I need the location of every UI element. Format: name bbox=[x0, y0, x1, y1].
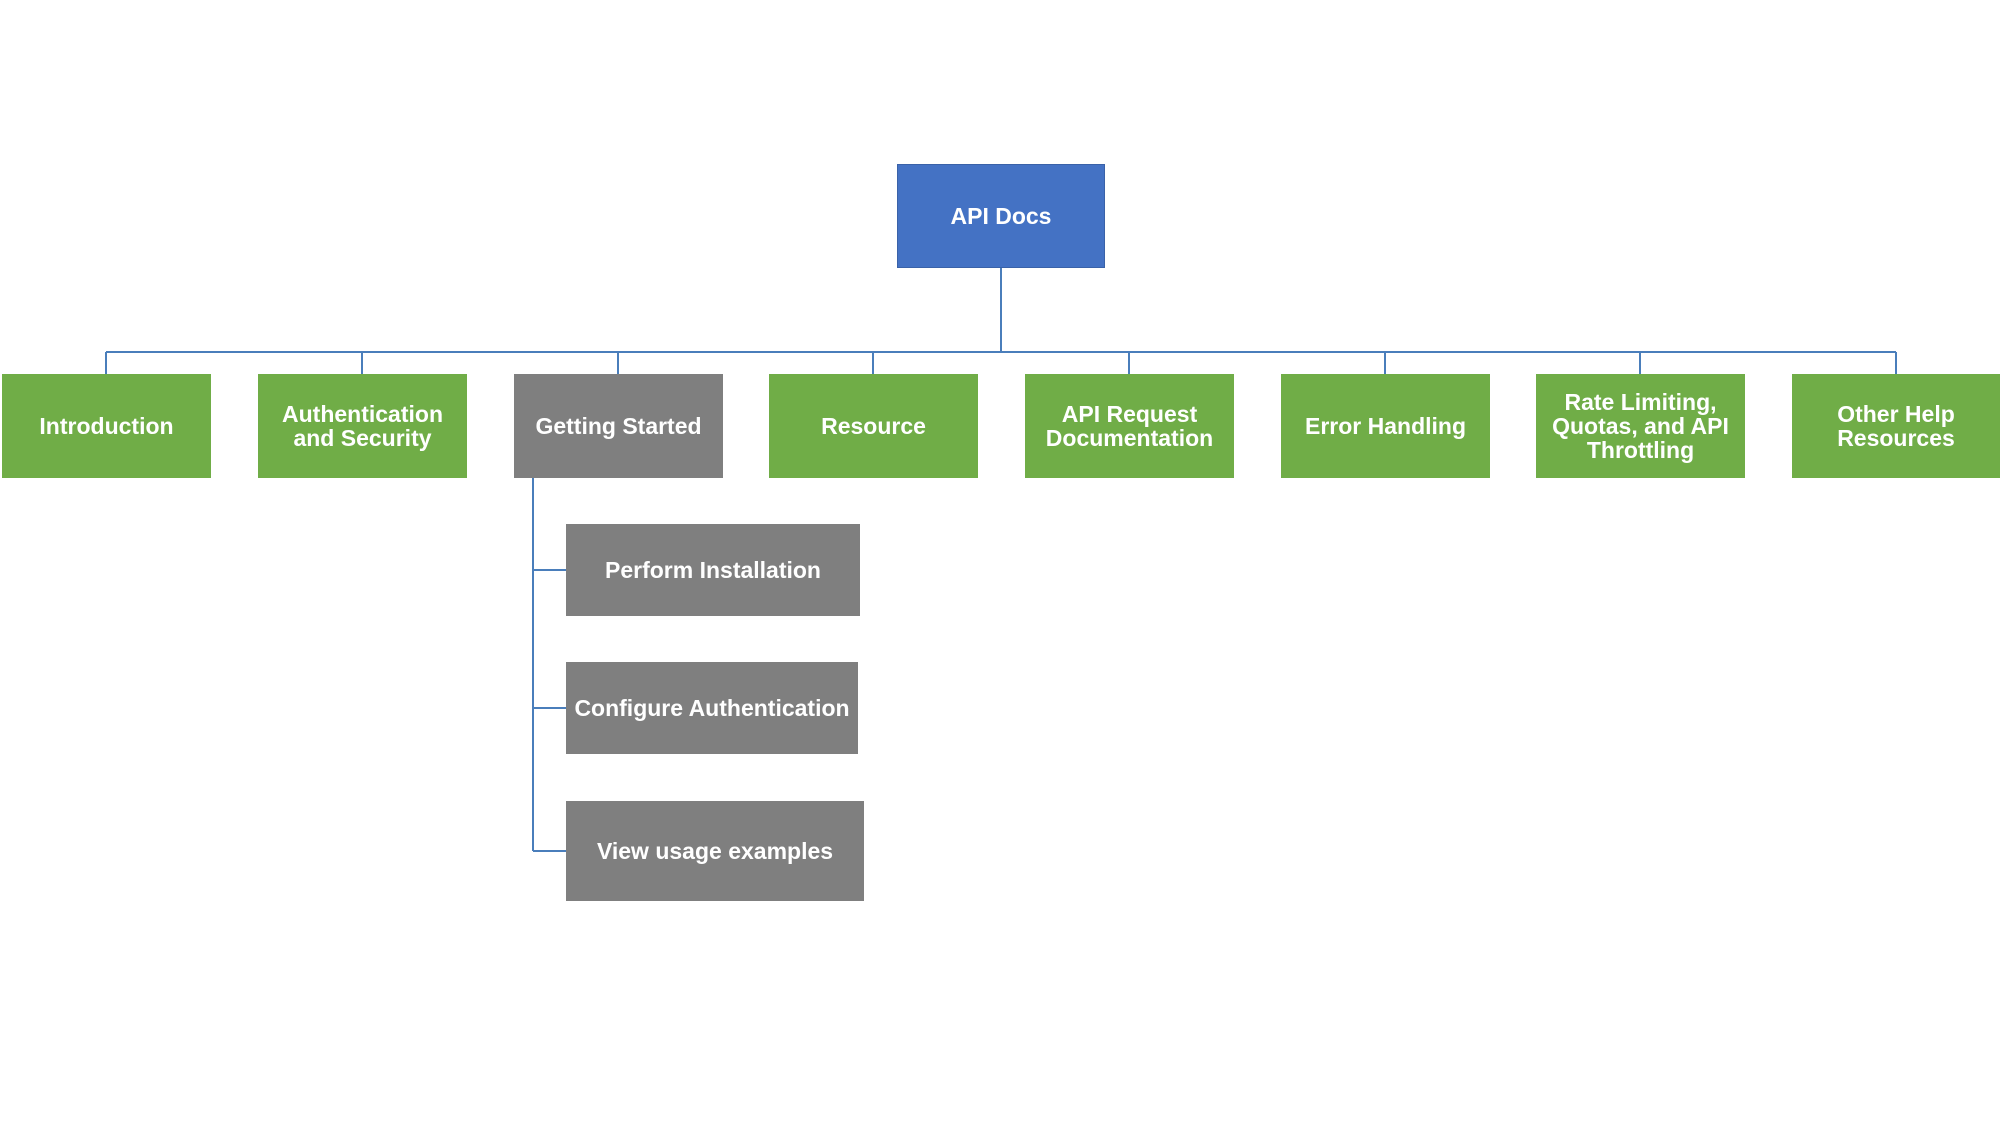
section-node-authentication-security: Authentication and Security bbox=[258, 374, 467, 478]
section-label: Resource bbox=[821, 413, 926, 439]
section-node-introduction: Introduction bbox=[2, 374, 211, 478]
step-node-view-usage-examples: View usage examples bbox=[566, 801, 864, 901]
step-label: View usage examples bbox=[596, 838, 834, 864]
step-label: Perform Installation bbox=[605, 557, 821, 583]
section-node-api-request-documentation: API Request Documentation bbox=[1025, 374, 1234, 478]
step-label: Configure Authentication bbox=[574, 695, 850, 721]
section-label: API Request Documentation bbox=[1045, 401, 1214, 451]
section-label: Getting Started bbox=[535, 413, 702, 439]
section-label: Rate Limiting, Quotas, and API Throttlin… bbox=[1552, 389, 1729, 463]
section-node-other-help-resources: Other Help Resources bbox=[1792, 374, 2000, 478]
step-node-configure-authentication: Configure Authentication bbox=[566, 662, 858, 754]
root-node-api-docs: API Docs bbox=[897, 164, 1105, 268]
section-label: Authentication and Security bbox=[282, 401, 443, 451]
section-label: Error Handling bbox=[1304, 413, 1466, 439]
section-node-error-handling: Error Handling bbox=[1281, 374, 1490, 478]
section-label: Introduction bbox=[39, 413, 174, 439]
section-label: Other Help Resources bbox=[1837, 401, 1955, 451]
section-node-rate-limiting: Rate Limiting, Quotas, and API Throttlin… bbox=[1536, 374, 1745, 478]
step-node-perform-installation: Perform Installation bbox=[566, 524, 860, 616]
root-node-label: API Docs bbox=[950, 203, 1052, 229]
section-node-resource: Resource bbox=[769, 374, 978, 478]
section-node-getting-started: Getting Started bbox=[514, 374, 723, 478]
